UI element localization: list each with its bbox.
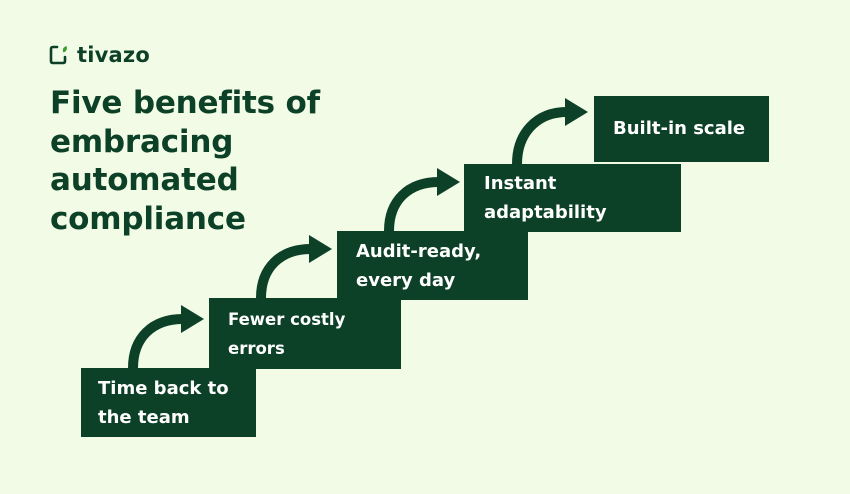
step-label: Built-in scale [613, 118, 746, 139]
curved-arrow-icon [512, 98, 588, 165]
title-line: automated [50, 162, 239, 198]
step-label: Instant [484, 173, 557, 194]
step-time-back: Time back to the team [81, 368, 256, 437]
curved-arrow-icon [128, 305, 204, 369]
title-line: embracing [50, 123, 234, 160]
title-line: Five benefits of [50, 85, 320, 121]
step-fewer-errors: Fewer costly errors [209, 298, 401, 369]
step-label: errors [228, 339, 285, 358]
brand-logo: tivazo [48, 42, 150, 68]
step-label: Time back to [98, 378, 229, 399]
page-title: Five benefits of embracing automated com… [50, 84, 350, 238]
step-label: adaptability [484, 202, 607, 223]
document-leaf-icon [49, 45, 67, 65]
step-built-in-scale: Built-in scale [594, 96, 769, 162]
step-label: the team [98, 407, 190, 428]
curved-arrow-icon [384, 168, 460, 232]
step-label: Fewer costly [228, 310, 346, 329]
step-instant-adaptability: Instant adaptability [464, 164, 681, 232]
brand-name: tivazo [77, 43, 150, 67]
step-label: every day [356, 270, 456, 291]
step-label: Audit-ready, [356, 241, 482, 262]
title-line: compliance [50, 200, 246, 237]
curved-arrow-icon [256, 235, 332, 299]
step-audit-ready: Audit-ready, every day [337, 231, 528, 300]
